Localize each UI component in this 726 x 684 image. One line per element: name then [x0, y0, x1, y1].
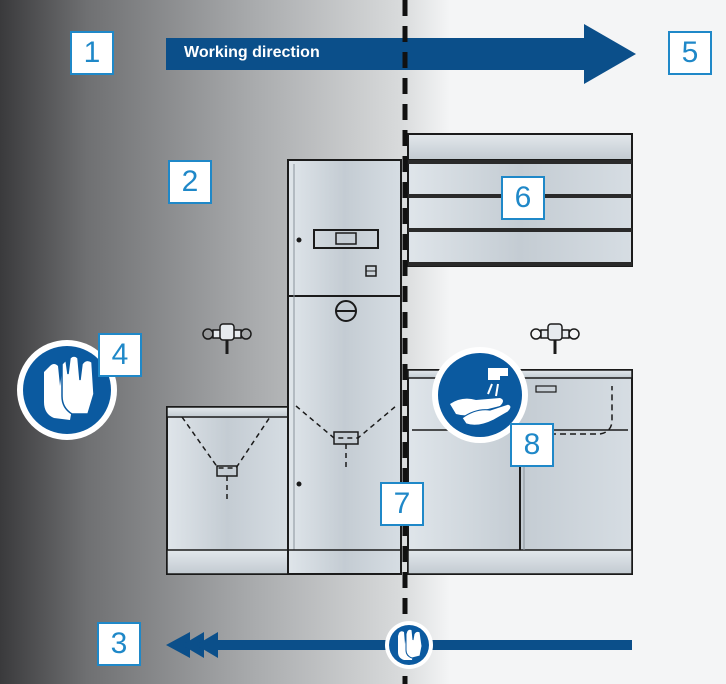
callout-2: 2	[168, 160, 212, 204]
callout-4: 4	[98, 333, 142, 377]
working-direction-arrow	[166, 24, 636, 84]
faucet-right	[530, 323, 580, 354]
callout-1: 1	[70, 31, 114, 75]
protective-gloves-icon	[17, 340, 117, 440]
unclean-side-sink-counter	[166, 406, 289, 575]
faucet-left	[202, 323, 252, 354]
callout-7: 7	[380, 482, 424, 526]
hand-washing-icon	[432, 347, 528, 443]
gloves-badge-icon	[385, 621, 433, 669]
callout-5: 5	[668, 31, 712, 75]
callout-3: 3	[97, 622, 141, 666]
working-direction-label: Working direction	[184, 44, 320, 61]
callout-6: 6	[501, 176, 545, 220]
callout-8: 8	[510, 423, 554, 467]
